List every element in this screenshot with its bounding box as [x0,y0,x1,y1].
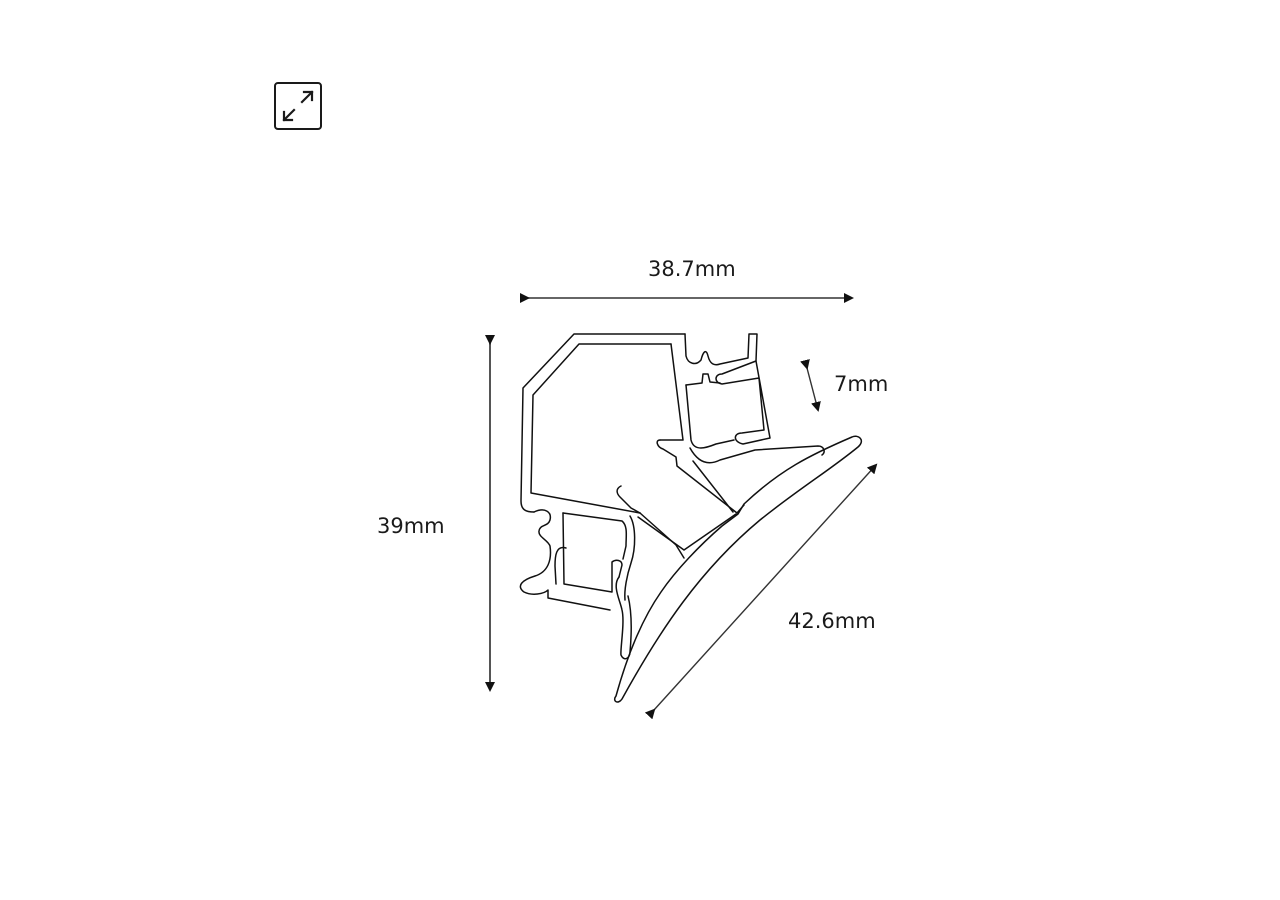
lip-dimension-label: 7mm [834,372,889,396]
expand-arrows-icon [282,90,314,122]
dimension-lines [485,293,878,720]
inner-body-outline [530,343,672,514]
outer-body-outline [520,333,686,513]
lower-led-channel [519,509,611,611]
height-dimension-label: 39mm [377,514,445,538]
lip-dimension-line [800,358,821,412]
profile-outline [519,333,863,703]
face-dimension-label: 42.6mm [788,609,876,633]
expand-button[interactable] [274,82,322,130]
upper-led-channel [715,360,771,445]
curved-face [613,435,863,703]
width-dimension-label: 38.7mm [648,257,736,281]
face-dimension-line [644,463,878,720]
